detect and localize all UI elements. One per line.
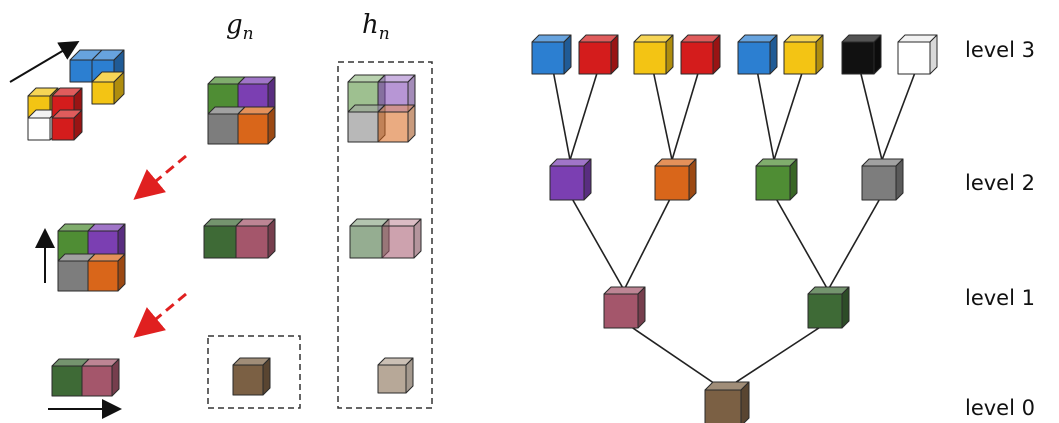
cube <box>235 218 276 259</box>
input-cube-stack <box>27 49 125 141</box>
level0-cube <box>704 381 750 423</box>
top-left-arrow <box>9 40 80 83</box>
cube <box>81 358 120 397</box>
level2-cube <box>549 158 592 201</box>
h-n-level1-pair <box>349 218 422 259</box>
level3-cube <box>680 34 721 75</box>
tree-cubes <box>531 34 938 423</box>
level-0-label: level 0 <box>965 396 1035 420</box>
level3-cube <box>783 34 824 75</box>
level3-cube <box>737 34 778 75</box>
left-cube-figures <box>27 49 422 397</box>
level3-cube <box>531 34 572 75</box>
cube <box>381 218 422 259</box>
red-dashed-arrow-2 <box>133 292 187 338</box>
cube <box>51 109 83 141</box>
g-n-level2-block <box>207 76 276 145</box>
red-dashed-arrow-1 <box>133 154 187 200</box>
cube <box>87 253 126 292</box>
h-n-level0-cube <box>377 357 414 394</box>
merged-level1-pair <box>51 358 120 397</box>
level3-cube <box>578 34 619 75</box>
cube <box>237 106 276 145</box>
level1-cube <box>807 286 850 329</box>
level3-cube <box>841 34 882 75</box>
h-n-header: hn <box>362 10 390 44</box>
level-1-label: level 1 <box>965 286 1035 310</box>
level-3-label: level 3 <box>965 38 1035 62</box>
level1-cube <box>603 286 646 329</box>
cube <box>91 71 125 105</box>
level2-cube <box>654 158 697 201</box>
g-n-level0-cube <box>232 357 271 396</box>
cube <box>377 104 416 143</box>
tree-edges <box>552 69 917 391</box>
level2-cube <box>861 158 904 201</box>
level3-cube <box>897 34 938 75</box>
h-n-level2-block <box>347 74 416 143</box>
g-n-header: gn <box>226 10 254 44</box>
g-n-level1-pair <box>203 218 276 259</box>
merged-level2-block <box>57 223 126 292</box>
g-n-dashed-box <box>207 335 301 409</box>
level3-cube <box>633 34 674 75</box>
level-2-label: level 2 <box>965 171 1035 195</box>
level2-cube <box>755 158 798 201</box>
